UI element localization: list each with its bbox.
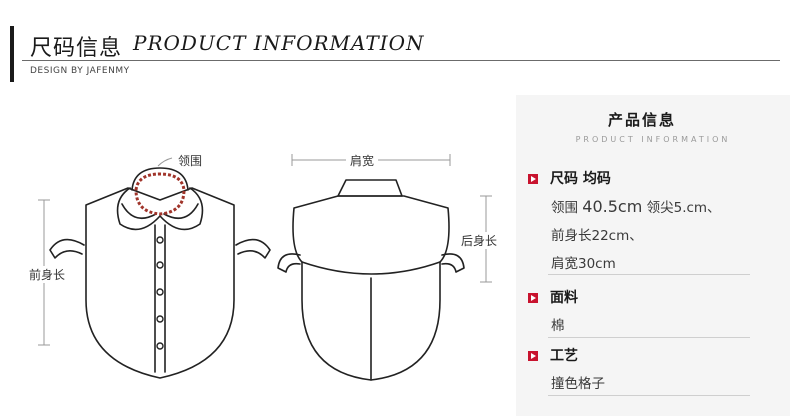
size-collar-tip: 领尖5.cm、 — [642, 200, 721, 216]
back-right-strap — [441, 253, 465, 273]
header-divider — [22, 60, 780, 61]
front-collar-inner-left — [121, 203, 157, 220]
back-left-strap — [277, 253, 301, 273]
panel-subtitle: PRODUCT INFORMATION — [575, 135, 731, 144]
front-left-strap — [49, 238, 85, 259]
section-divider — [548, 274, 750, 275]
front-bib-outline — [85, 187, 235, 379]
collar-diagram: 领围 前身长 肩宽 后身长 — [28, 152, 499, 381]
header-accent-bar — [10, 26, 14, 82]
page-title: 尺码信息 — [30, 36, 123, 61]
brand-subtitle: DESIGN BY JAFENMY — [30, 66, 130, 76]
bullet-icon — [528, 174, 538, 184]
panel-title: 产品信息 — [607, 111, 676, 129]
front-collar-inner-right — [163, 203, 199, 220]
label-collar-circumference: 领围 — [176, 152, 205, 169]
size-line-2: 前身长22cm、 — [551, 228, 643, 244]
collar-diagram-svg — [38, 154, 492, 381]
section-divider — [548, 395, 750, 396]
label-front-length: 前身长 — [28, 266, 67, 283]
section-fabric-heading: 面料 — [550, 290, 578, 306]
collar-measure-highlight — [134, 172, 186, 216]
size-collar-value: 40.5cm — [582, 197, 643, 216]
craft-value: 撞色格子 — [551, 376, 605, 392]
size-collar-label: 领围 — [551, 200, 583, 216]
label-shoulder-width: 肩宽 — [346, 152, 379, 169]
front-right-strap — [235, 238, 271, 259]
page-title-en: PRODUCT INFORMATION — [133, 31, 425, 55]
front-neck-band — [131, 167, 189, 191]
section-size-heading: 尺码 均码 — [550, 171, 611, 187]
bullet-icon — [528, 351, 538, 361]
back-collar-top — [337, 179, 403, 197]
product-info-panel: 产品信息 PRODUCT INFORMATION 尺码 均码 领围 40.5cm… — [516, 95, 790, 416]
back-yoke — [301, 261, 441, 275]
label-back-length: 后身长 — [460, 232, 499, 249]
section-divider — [548, 337, 750, 338]
section-craft-heading: 工艺 — [550, 348, 578, 364]
size-line-3: 肩宽30cm — [551, 256, 616, 272]
size-line-1: 领围 40.5cm 领尖5.cm、 — [551, 196, 721, 216]
front-collar-flaps — [116, 187, 204, 231]
bullet-icon — [528, 293, 538, 303]
fabric-value: 棉 — [551, 318, 565, 334]
